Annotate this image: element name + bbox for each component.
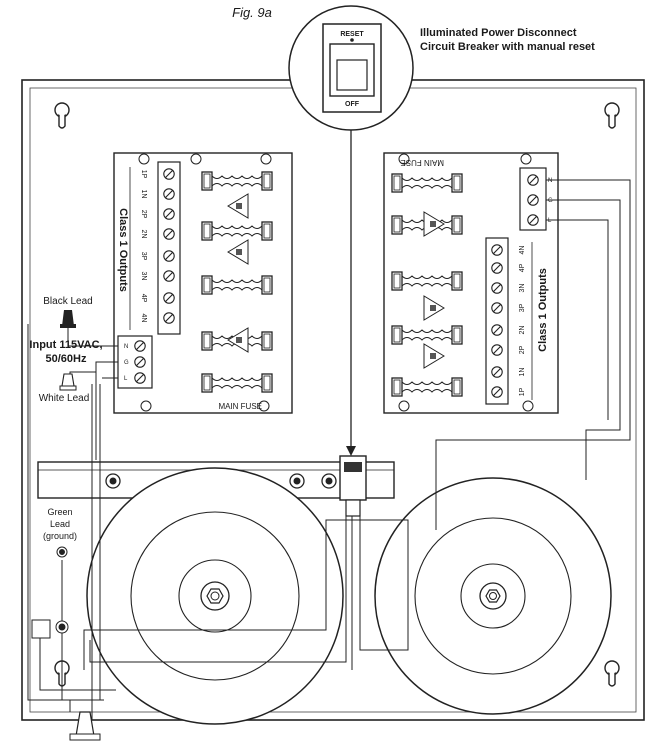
right-input-terminal-label: L — [548, 218, 552, 224]
input-voltage-line1: Input 115VAC, — [29, 339, 102, 351]
white-lead-label: White Lead — [39, 393, 90, 404]
green-lead-line3: (ground) — [43, 531, 77, 541]
reset-label: RESET — [340, 31, 364, 38]
left-output-label: 4P — [140, 294, 147, 303]
transformer-right — [374, 477, 612, 715]
right-output-label: 4P — [519, 263, 526, 272]
figure-caption: Fig. 9a — [232, 5, 272, 20]
left-main-fuse-label: MAIN FUSE — [218, 402, 262, 411]
left-input-terminal-label: N — [124, 344, 128, 350]
left-output-label: 3P — [140, 252, 147, 261]
breaker-title-line2: Circuit Breaker with manual reset — [420, 41, 595, 53]
left-output-label: 2P — [140, 210, 147, 219]
right-output-label: 2N — [519, 326, 526, 335]
right-input-terminal-label: G — [548, 198, 553, 204]
left-input-terminal-label: G — [124, 360, 129, 366]
right-output-label: 3P — [519, 303, 526, 312]
right-main-fuse-label: MAIN FUSE — [400, 158, 444, 167]
left-output-label: 2N — [140, 230, 147, 239]
left-input-terminal-label: L — [124, 376, 128, 382]
right-power-board — [383, 152, 559, 414]
black-lead-connector — [60, 310, 76, 328]
wiring — [27, 179, 631, 720]
left-output-label: 1N — [140, 190, 147, 199]
right-output-label: 3N — [519, 284, 526, 293]
white-lead-connector — [59, 373, 77, 391]
left-output-label: 4N — [140, 314, 147, 323]
green-lead-line2: Lead — [50, 519, 70, 529]
left-output-label: 1P — [140, 170, 147, 179]
breaker-title-line1: Illuminated Power Disconnect — [420, 27, 577, 39]
right-output-label: 4N — [519, 246, 526, 255]
power-cord-entry — [69, 711, 101, 741]
transformer-left — [86, 467, 344, 725]
black-lead-label: Black Lead — [43, 296, 92, 307]
input-voltage-line2: 50/60Hz — [46, 353, 87, 365]
right-output-label: 2P — [519, 345, 526, 354]
off-label: OFF — [345, 101, 360, 108]
right-output-label: 1N — [519, 368, 526, 377]
green-lead-line1: Green — [47, 507, 72, 517]
breaker-callout — [288, 5, 414, 456]
left-power-board — [113, 152, 293, 414]
left-output-label: 3N — [140, 272, 147, 281]
left-class-label: Class 1 Outputs — [117, 208, 129, 292]
right-input-terminal-label: N — [548, 178, 552, 184]
right-class-label: Class 1 Outputs — [537, 268, 549, 352]
right-output-label: 1P — [519, 387, 526, 396]
